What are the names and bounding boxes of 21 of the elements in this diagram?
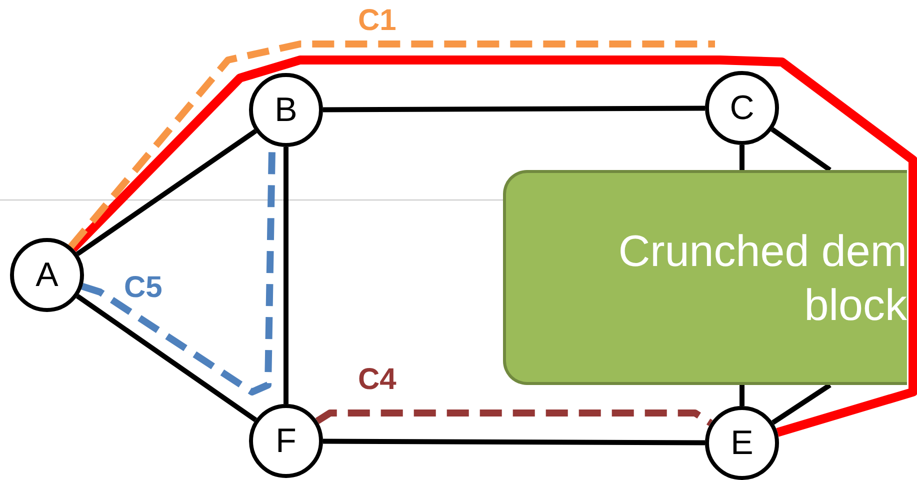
link-line	[76, 294, 258, 422]
link-line	[770, 127, 832, 172]
network-node-circle: E	[705, 406, 779, 480]
link-line	[772, 382, 832, 425]
link-line	[740, 385, 744, 406]
link-line	[323, 106, 705, 112]
network-node-circle: F	[249, 404, 323, 478]
dashed-path-line	[315, 410, 713, 426]
network-node-circle: B	[249, 73, 323, 147]
dashed-path-line	[68, 40, 715, 249]
path-label: C1	[358, 5, 396, 37]
link-line	[76, 128, 258, 256]
link-line	[740, 145, 744, 170]
link-line	[323, 438, 705, 446]
network-node-circle: A	[10, 238, 84, 312]
path-label: C4	[358, 364, 396, 396]
link-line	[284, 147, 288, 404]
path-label: C5	[124, 272, 162, 304]
callout-box	[503, 170, 907, 385]
callout-text: Crunched dem block	[617, 226, 907, 332]
network-node-circle: C	[705, 71, 779, 145]
